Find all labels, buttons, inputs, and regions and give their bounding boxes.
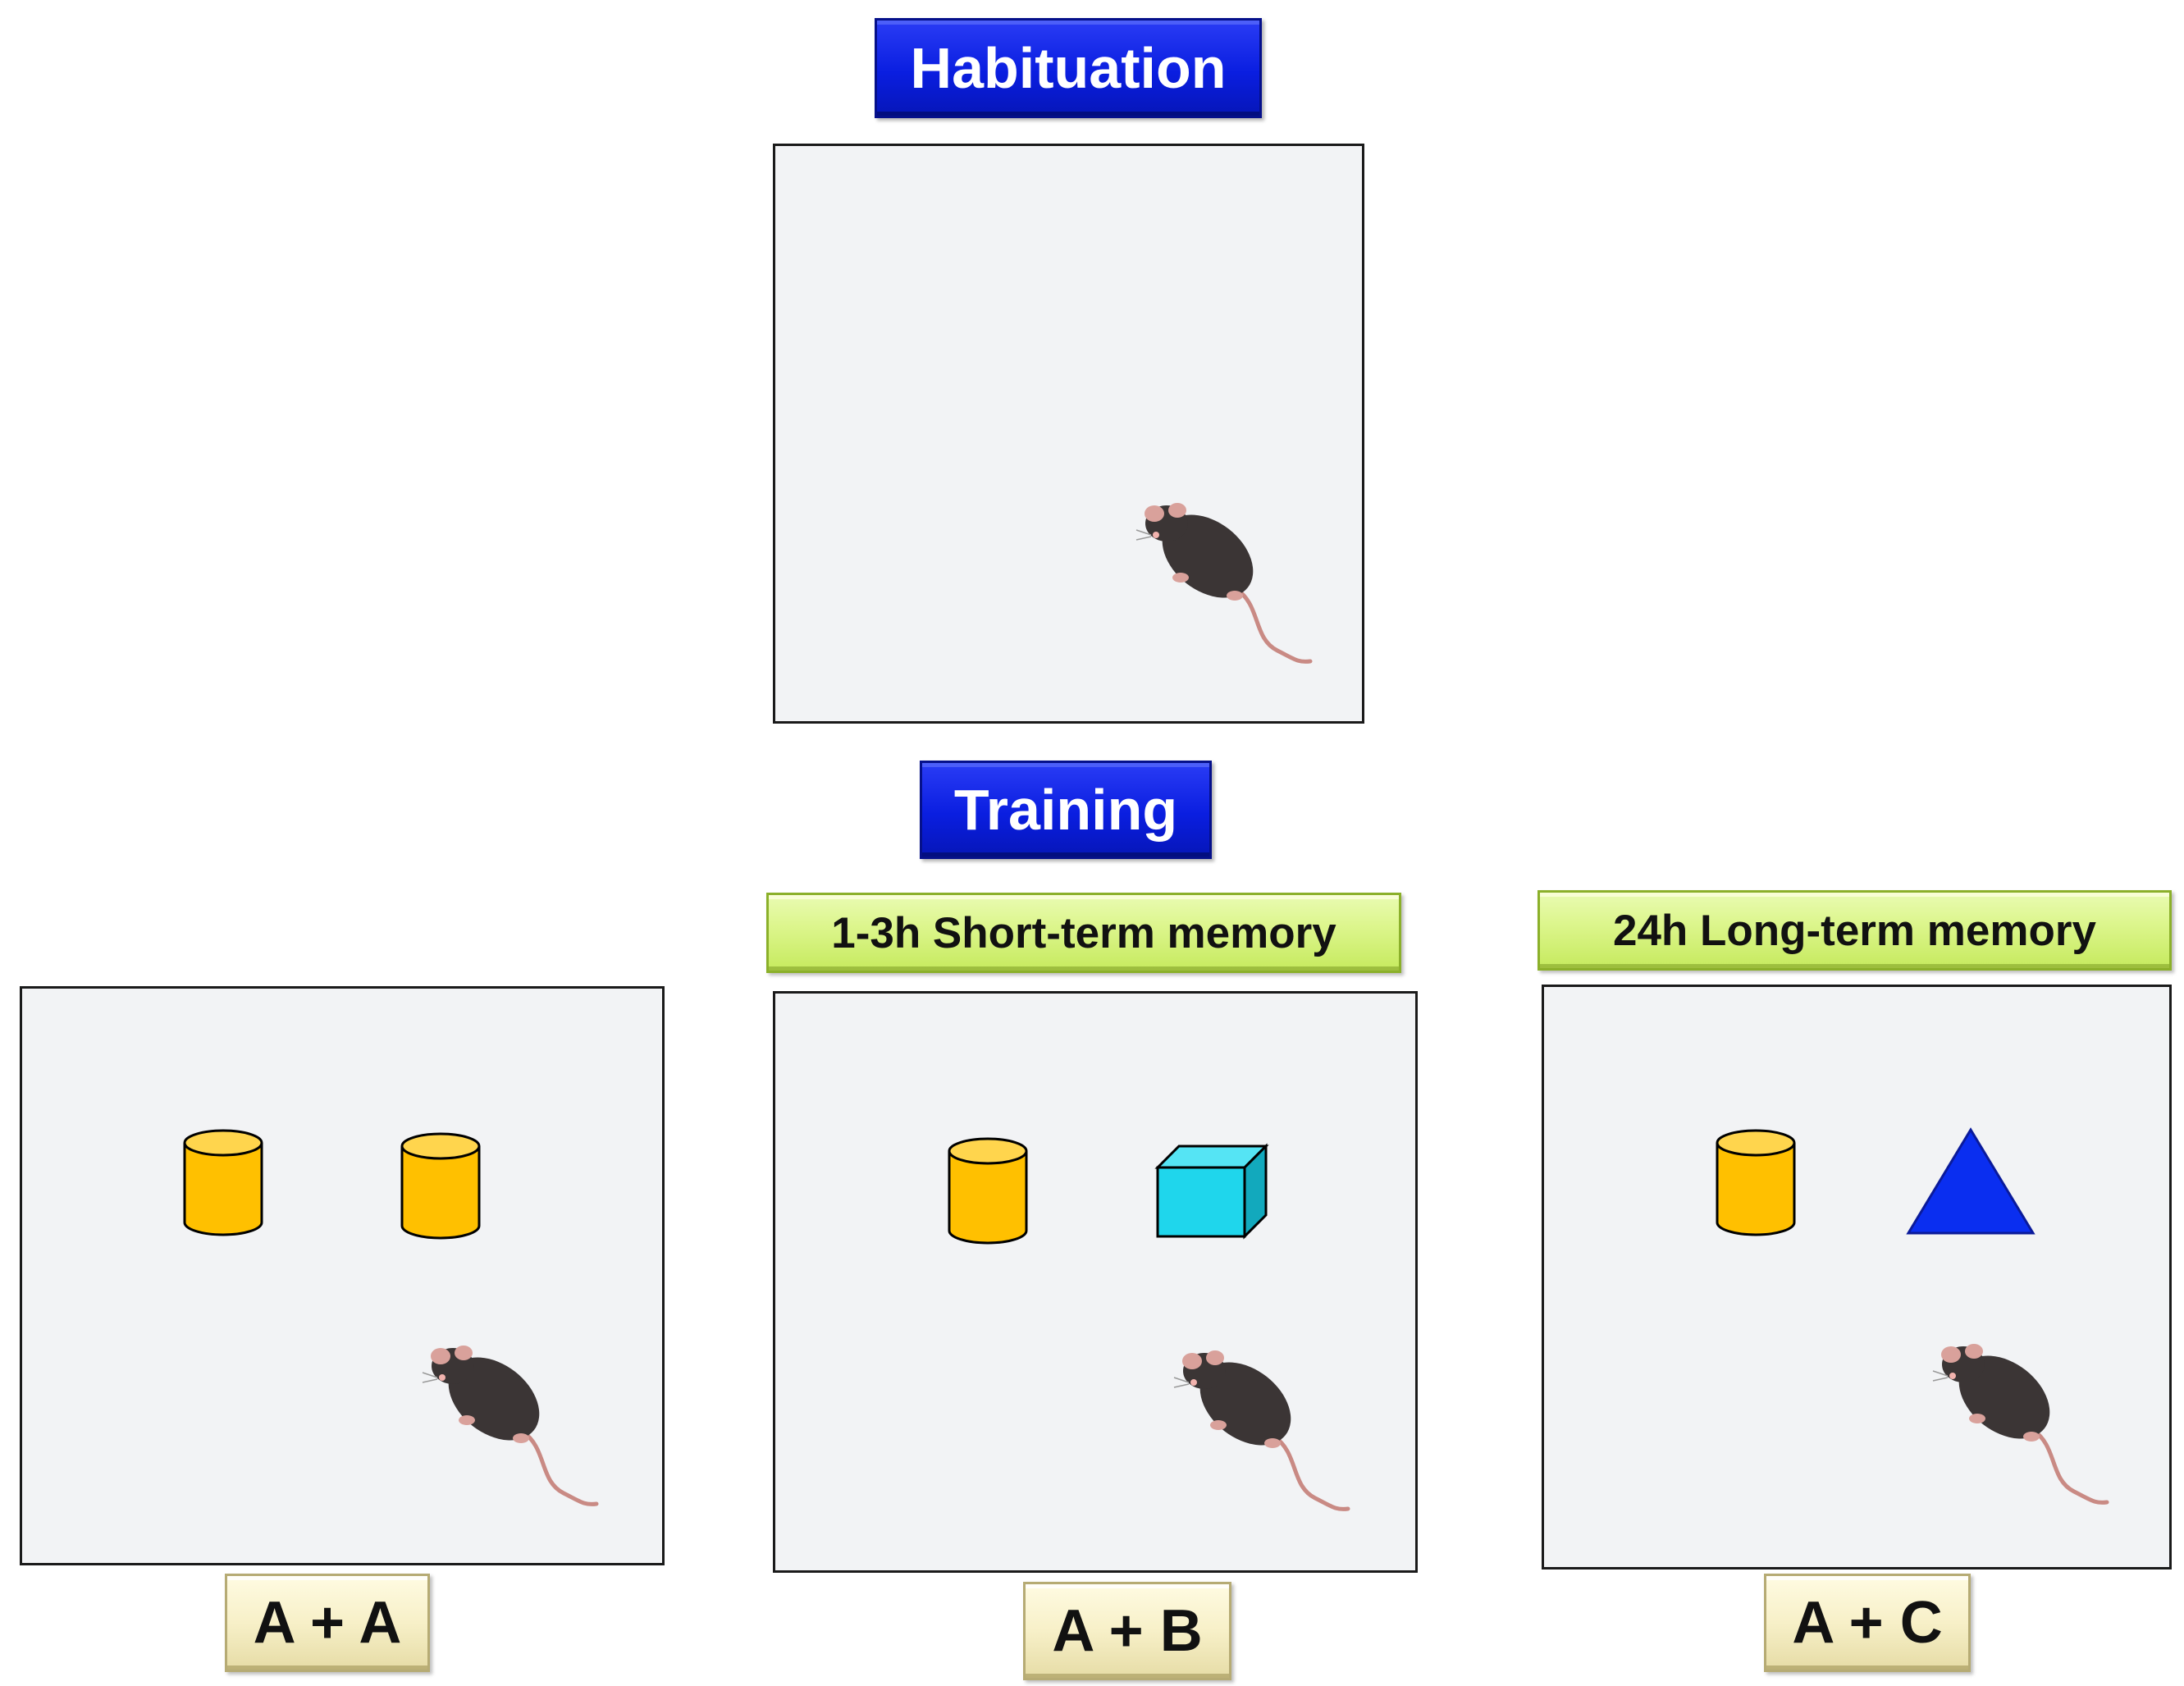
short-term-arena: [773, 991, 1418, 1573]
condition-label-long-term: A + C: [1764, 1574, 1971, 1672]
training-arena: [20, 986, 665, 1565]
short-term-memory-label: 1-3h Short-term memory: [766, 893, 1401, 973]
long-term-arena: [1542, 985, 2172, 1569]
yellow-cylinder-icon: [1716, 1129, 1796, 1236]
blue-triangle-icon: [1906, 1127, 2036, 1235]
mouse-icon: [1135, 503, 1313, 664]
long-term-memory-label: 24h Long-term memory: [1537, 890, 2172, 971]
condition-label-training: A + A: [225, 1574, 430, 1672]
cyan-cube-icon: [1154, 1143, 1269, 1240]
condition-label-short-term: A + B: [1023, 1582, 1231, 1680]
habituation-label: Habituation: [875, 18, 1262, 118]
habituation-arena: [773, 144, 1364, 724]
mouse-icon: [1932, 1344, 2109, 1505]
yellow-cylinder-icon: [948, 1137, 1028, 1245]
yellow-cylinder-icon: [183, 1129, 263, 1236]
yellow-cylinder-icon: [400, 1132, 481, 1240]
mouse-icon: [1173, 1350, 1350, 1511]
training-label: Training: [920, 761, 1212, 859]
mouse-icon: [422, 1346, 599, 1506]
